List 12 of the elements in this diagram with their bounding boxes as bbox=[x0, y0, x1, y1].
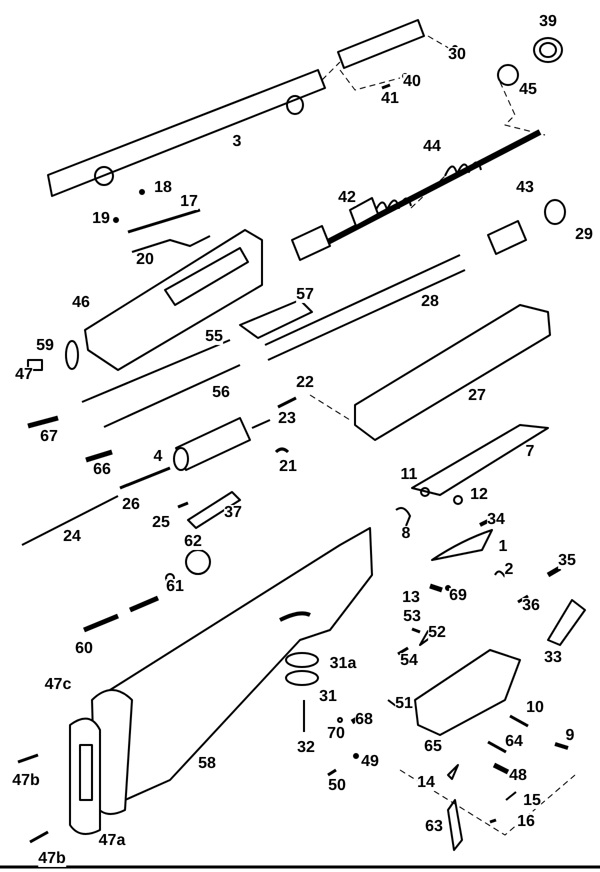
callout-number: 52 bbox=[428, 625, 446, 641]
callout-number: 57 bbox=[296, 287, 314, 303]
callout-number: 55 bbox=[205, 329, 223, 345]
callout-number: 42 bbox=[338, 190, 356, 206]
callout-number: 15 bbox=[523, 793, 541, 809]
callout-number: 35 bbox=[558, 553, 576, 569]
callout-number: 47b bbox=[38, 851, 66, 867]
callout-number: 14 bbox=[417, 775, 435, 791]
callout-number: 2 bbox=[504, 562, 514, 578]
callout-number: 17 bbox=[180, 194, 198, 210]
callout-number: 62 bbox=[184, 534, 202, 550]
callout-number: 64 bbox=[505, 734, 523, 750]
